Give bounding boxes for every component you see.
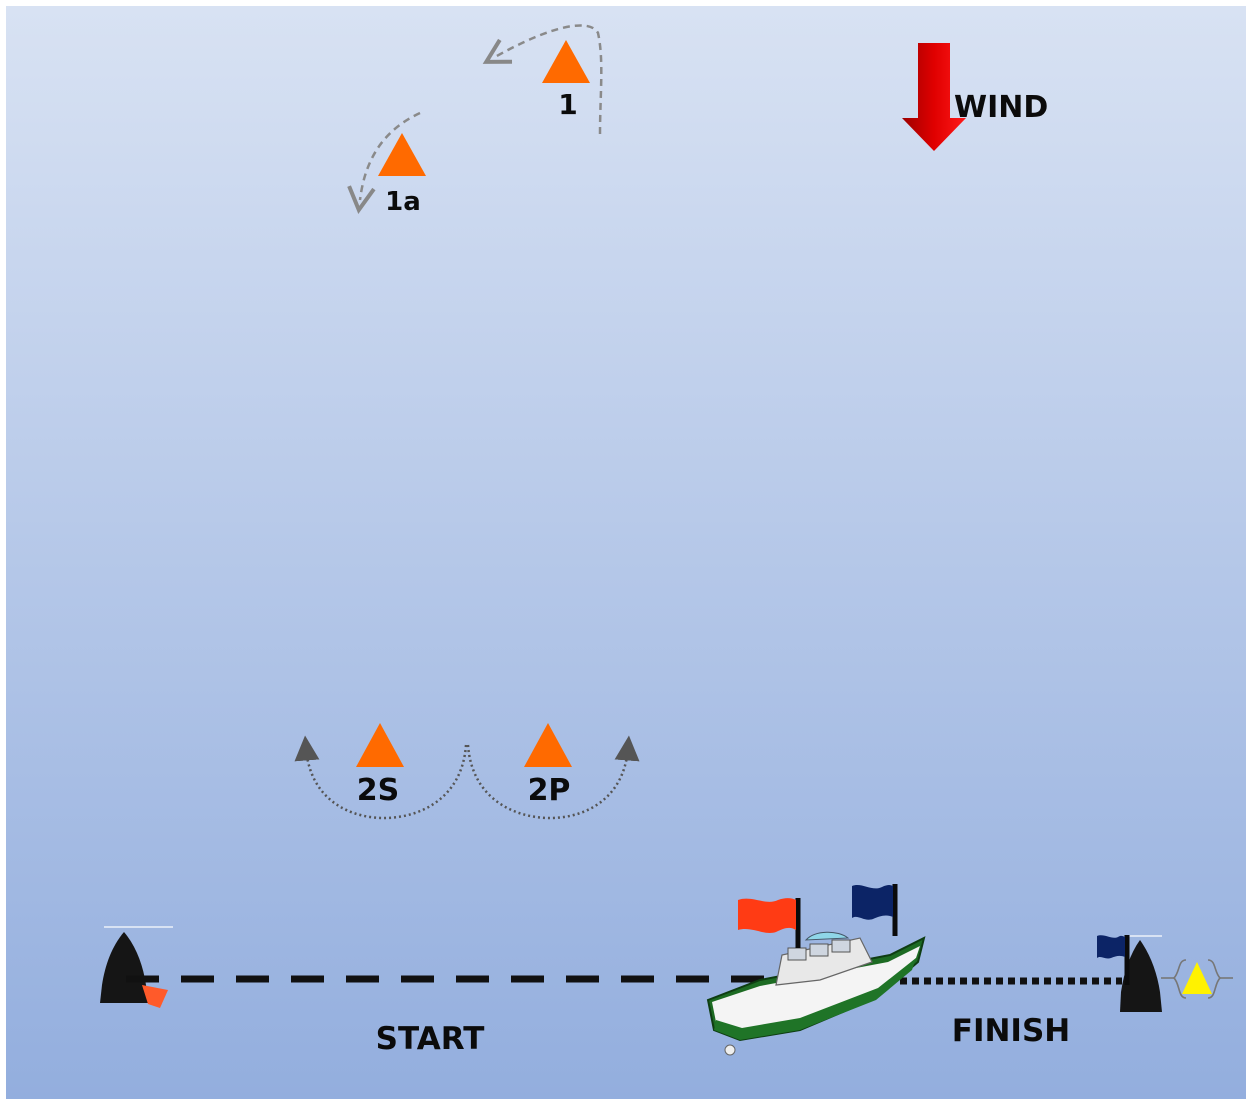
start-pin-boat bbox=[100, 926, 173, 1008]
finish-label: FINISH bbox=[952, 1013, 1070, 1049]
pin-boat-orange-flag-icon bbox=[142, 985, 168, 1008]
finish-blue-flag-icon bbox=[1097, 935, 1125, 959]
wind-indicator: WIND bbox=[902, 43, 1048, 151]
rounding-path-mark-1a bbox=[347, 111, 421, 215]
pin-boat-icon bbox=[100, 932, 148, 1003]
wind-arrow-icon bbox=[902, 43, 966, 151]
mark-2p-label: 2P bbox=[528, 773, 571, 808]
finish-boat-icon bbox=[1120, 940, 1162, 1012]
rounding-path-mark-2p bbox=[466, 735, 640, 820]
finish-pin-boat bbox=[1097, 935, 1233, 1012]
mark-2p-buoy-icon bbox=[524, 723, 572, 767]
mark-1a-label: 1a bbox=[385, 187, 421, 217]
mark-1a: 1a bbox=[347, 111, 426, 217]
start-orange-flag-icon bbox=[738, 898, 796, 933]
start-label: START bbox=[376, 1021, 485, 1057]
mark-2s-label: 2S bbox=[357, 773, 399, 808]
mark-1: 1 bbox=[482, 24, 603, 135]
yellow-buoy-icon bbox=[1161, 959, 1233, 999]
rounding-path-mark-2s bbox=[294, 735, 468, 820]
water-background bbox=[6, 6, 1246, 1099]
mark-1-buoy-icon bbox=[542, 40, 590, 83]
mark-1a-buoy-icon bbox=[378, 133, 426, 176]
mark-1-label: 1 bbox=[558, 88, 577, 121]
committee-boat bbox=[706, 884, 926, 1056]
committee-blue-flag-icon bbox=[852, 885, 893, 920]
mark-2s-buoy-icon bbox=[356, 723, 404, 767]
gate-marks: 2S 2P bbox=[294, 723, 640, 820]
wind-label: WIND bbox=[954, 90, 1048, 125]
rounding-path-mark-1 bbox=[482, 24, 603, 135]
